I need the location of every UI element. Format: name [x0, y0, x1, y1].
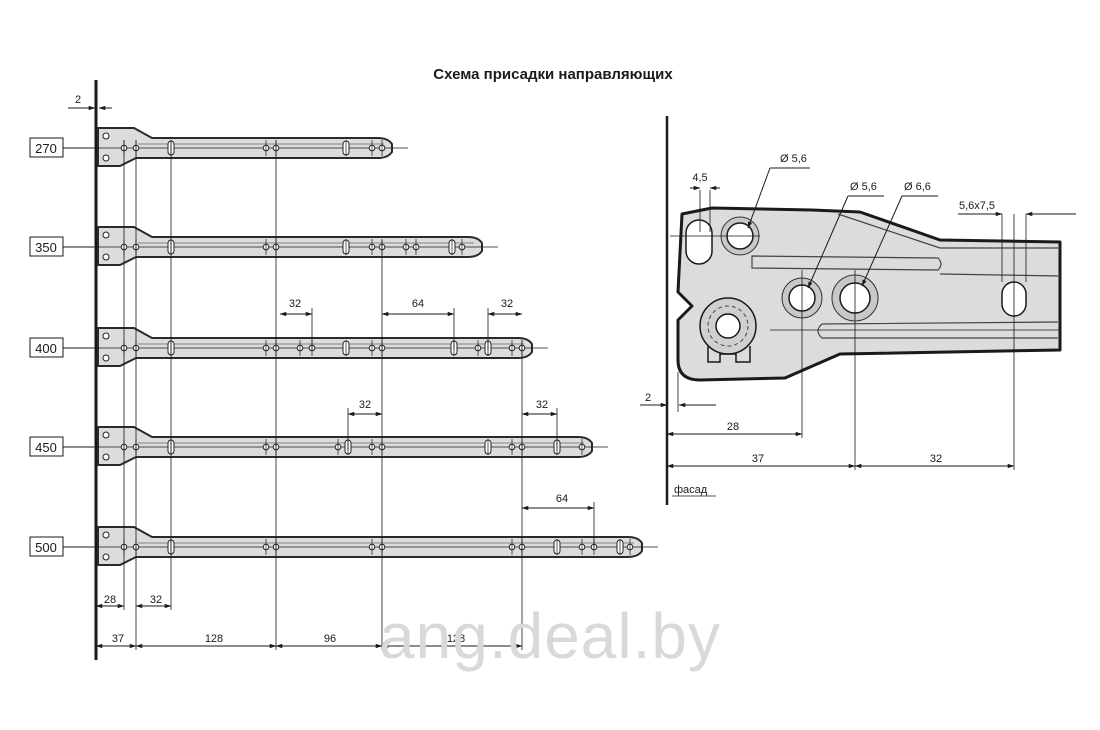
- row-450-dims: 32 32: [347, 399, 558, 450]
- row400-dim-32b: 32: [501, 298, 513, 310]
- mount-hole: [102, 132, 110, 140]
- bottom-dim-128a: 128: [205, 633, 223, 645]
- rail-detail-view: 4,5 Ø 5,6 Ø 5,6 Ø 6,6 5,6x7,5 2 28 37 32: [640, 116, 1076, 505]
- mount-hole: [102, 231, 110, 239]
- rail-length-label: 350: [35, 240, 57, 255]
- bottom-dim-32: 32: [150, 594, 162, 606]
- mount-hole: [102, 553, 110, 561]
- dim-hole-a: Ø 5,6: [780, 153, 807, 165]
- mount-hole: [102, 453, 110, 461]
- row400-dim-64: 64: [412, 298, 424, 310]
- bottom-dim-37: 37: [112, 633, 124, 645]
- mount-hole: [102, 253, 110, 261]
- row-400-dims: 32 64 32: [279, 298, 523, 350]
- watermark: ang.deal.by: [379, 600, 721, 672]
- mount-hole: [102, 154, 110, 162]
- rail-length-label: 500: [35, 540, 57, 555]
- rail-body: [97, 127, 393, 167]
- rail-length-label: 270: [35, 141, 57, 156]
- wall-offset-label: 2: [75, 94, 81, 106]
- rail-400: 400: [29, 327, 548, 367]
- bottom-dims-row-2: 37 128 96 128: [95, 633, 523, 649]
- dim-hole-b: Ø 5,6: [850, 181, 877, 193]
- dim-detail-28: 28: [727, 421, 739, 433]
- diagram-title: Схема присадки направляющих: [433, 66, 673, 83]
- row-500-dims: 64: [521, 493, 595, 548]
- front-slot: [685, 219, 713, 265]
- row400-dim-32a: 32: [289, 298, 301, 310]
- left-rail-view: 2 270 350 400 450 500 32 64 32 32 32: [29, 80, 658, 660]
- bottom-dim-96: 96: [324, 633, 336, 645]
- dim-detail-offset: 2: [645, 392, 651, 404]
- bottom-dims-row-1: 28 32: [95, 594, 172, 609]
- rail-270: 270: [29, 127, 408, 167]
- dim-detail-32: 32: [930, 453, 942, 465]
- mount-hole: [102, 431, 110, 439]
- mount-hole: [102, 531, 110, 539]
- bottom-dim-128b: 128: [447, 633, 465, 645]
- dim-slot-width: 4,5: [692, 172, 707, 184]
- mount-hole: [102, 332, 110, 340]
- dim-hole-c: Ø 6,6: [904, 181, 931, 193]
- rail-length-label: 400: [35, 341, 57, 356]
- dim-detail-37: 37: [752, 453, 764, 465]
- row450-dim-32a: 32: [359, 399, 371, 411]
- facade-label: фасад: [674, 484, 708, 496]
- bottom-dim-28: 28: [104, 594, 116, 606]
- rail-body: [97, 226, 483, 266]
- rail-350: 350: [29, 226, 498, 266]
- row500-dim-64: 64: [556, 493, 568, 505]
- reference-lines: [123, 140, 523, 650]
- rail-length-label: 450: [35, 440, 57, 455]
- dim-rear-slot: 5,6x7,5: [959, 200, 995, 212]
- rail-450: 450: [29, 426, 608, 466]
- mount-hole: [102, 354, 110, 362]
- row450-dim-32b: 32: [536, 399, 548, 411]
